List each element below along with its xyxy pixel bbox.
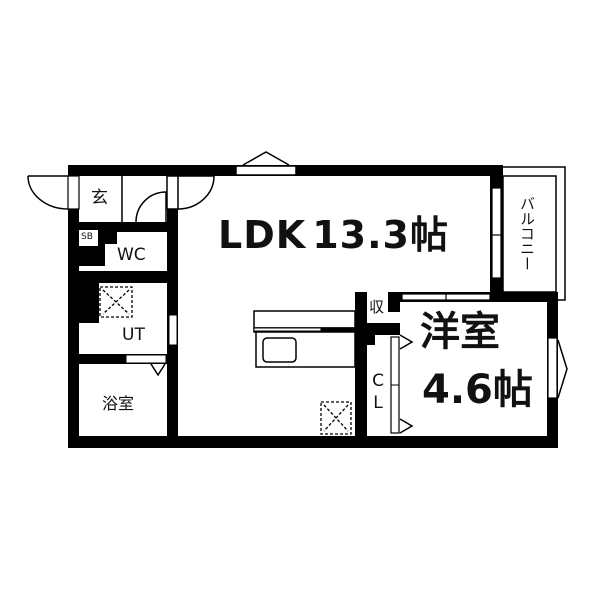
shoe-box [79,230,98,246]
storage-box [367,294,388,322]
entrance-details [121,175,215,223]
ldk-size: 13.3 [312,213,410,257]
fridge-space-icon [320,401,352,435]
label-wc: WC [117,245,146,265]
label-closet: C L [370,370,386,414]
ldk-unit: 帖 [409,213,449,257]
label-shoe-box: SB [81,232,93,242]
bathroom-door [125,354,167,377]
entrance-door [27,175,80,210]
closet-doors [390,334,414,434]
ldk-name: LDK [218,213,307,257]
kitchen-counter [253,310,356,368]
western-room-right-window [547,337,568,399]
sink-icon [262,337,297,363]
label-western-room-name: 洋室 [420,309,500,355]
label-entrance: 玄 [91,188,108,208]
label-western-room-size: 4.6帖 [422,370,533,410]
washer-pan-icon [99,286,133,318]
label-storage: 収 [369,298,385,316]
label-balcony: バルコニー [518,196,536,271]
balcony-outline [502,166,566,301]
window-top [235,151,297,176]
balcony-sliding-door [491,187,502,279]
closet-line-2: L [373,393,383,413]
closet-line-1: C [372,371,384,391]
interior-walls [79,176,400,446]
western-room-size: 4.6 [422,367,493,413]
label-bathroom: 浴室 [102,394,135,413]
western-room-unit: 帖 [492,367,533,413]
ut-opening [168,314,178,346]
western-room-top-window [401,293,491,301]
label-utility: UT [122,325,145,345]
